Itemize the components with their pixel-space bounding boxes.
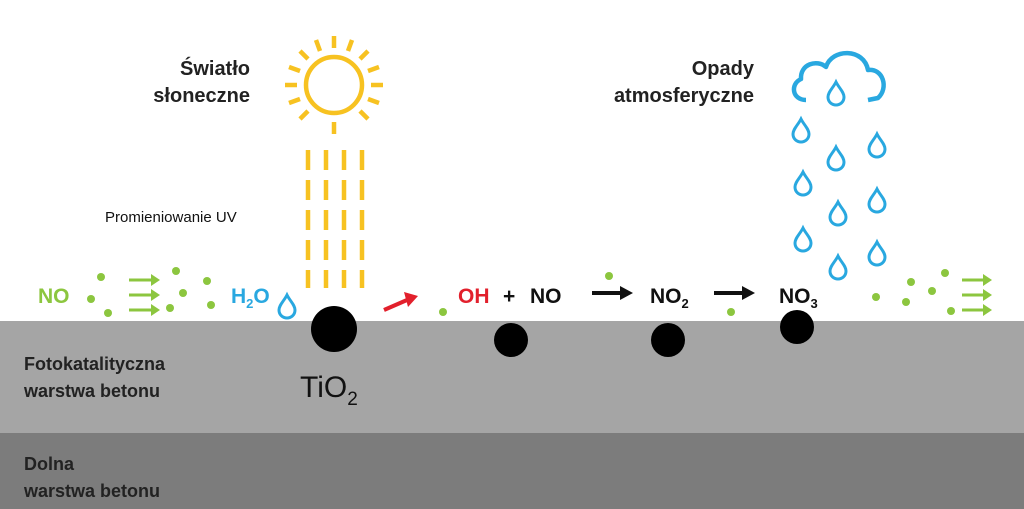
no2-base: NO: [650, 285, 682, 308]
raindrop-icon: [793, 226, 813, 253]
oh-label: OH: [458, 285, 490, 308]
bottom-layer-label-line1: Dolna: [24, 454, 75, 474]
rain-label-line2: atmosferyczne: [613, 85, 754, 107]
arrow-right-icon: [592, 286, 633, 300]
rain-label: Opady atmosferyczne: [614, 56, 754, 110]
molecule-dot: [651, 323, 685, 357]
raindrop-icon: [828, 200, 848, 227]
airflow-arrows-right: [962, 274, 992, 316]
h2o-o: O: [253, 285, 270, 308]
raindrop-icon: [867, 132, 887, 159]
raindrops: [791, 117, 887, 281]
no2-label: NO2: [650, 286, 689, 310]
no-label: NO: [530, 285, 562, 308]
sun-icon: [285, 36, 383, 134]
h2o-label: H2O: [231, 286, 270, 310]
uv-label: Promieniowanie UV: [105, 209, 237, 226]
raindrop-icon: [867, 240, 887, 267]
tio2-particles: [311, 306, 814, 357]
airflow-arrows-left: [129, 274, 160, 316]
raindrop-icon: [828, 254, 848, 281]
top-layer-label-line2: warstwa betonu: [24, 381, 161, 401]
top-layer-label-line1: Fotokatalityczna: [24, 354, 166, 374]
top-layer-label: Fotokatalityczna warstwa betonu: [24, 351, 165, 405]
bottom-layer-label-line2: warstwa betonu: [24, 481, 161, 501]
no3-base: NO: [779, 285, 811, 308]
raindrop-icon: [826, 145, 846, 172]
no-input-label: NO: [38, 285, 70, 308]
sunlight-label-line1: Światło: [179, 58, 250, 80]
rain-label-line1: Opady: [691, 58, 754, 80]
tio2-base: TiO: [300, 371, 348, 404]
bottom-layer-label: Dolna warstwa betonu: [24, 451, 160, 505]
no-molecules: [87, 267, 955, 317]
tio2-sub: 2: [347, 389, 358, 410]
h2o-sub: 2: [246, 296, 254, 311]
raindrop-icon: [867, 187, 887, 214]
h2o-h: H: [231, 285, 247, 308]
tio2-label: TiO2: [300, 371, 358, 410]
sunlight-label-line2: słoneczne: [153, 85, 250, 107]
uv-rays: [305, 150, 365, 288]
molecule-dot: [494, 323, 528, 357]
bottom-layer: [0, 433, 1024, 509]
cloud-icon: [791, 50, 886, 107]
molecule-dot: [780, 310, 814, 344]
plus-label: +: [503, 285, 516, 308]
arrow-right-icon: [383, 292, 418, 312]
no3-label: NO3: [779, 286, 818, 310]
raindrop-icon: [791, 117, 811, 144]
arrow-right-icon: [714, 286, 755, 300]
no3-sub: 3: [810, 296, 818, 311]
sunlight-label: Światło słoneczne: [153, 56, 250, 110]
raindrop-icon: [793, 170, 813, 197]
water-drop-icon: [277, 293, 297, 320]
molecule-dot: [311, 306, 357, 352]
no2-sub: 2: [681, 296, 689, 311]
